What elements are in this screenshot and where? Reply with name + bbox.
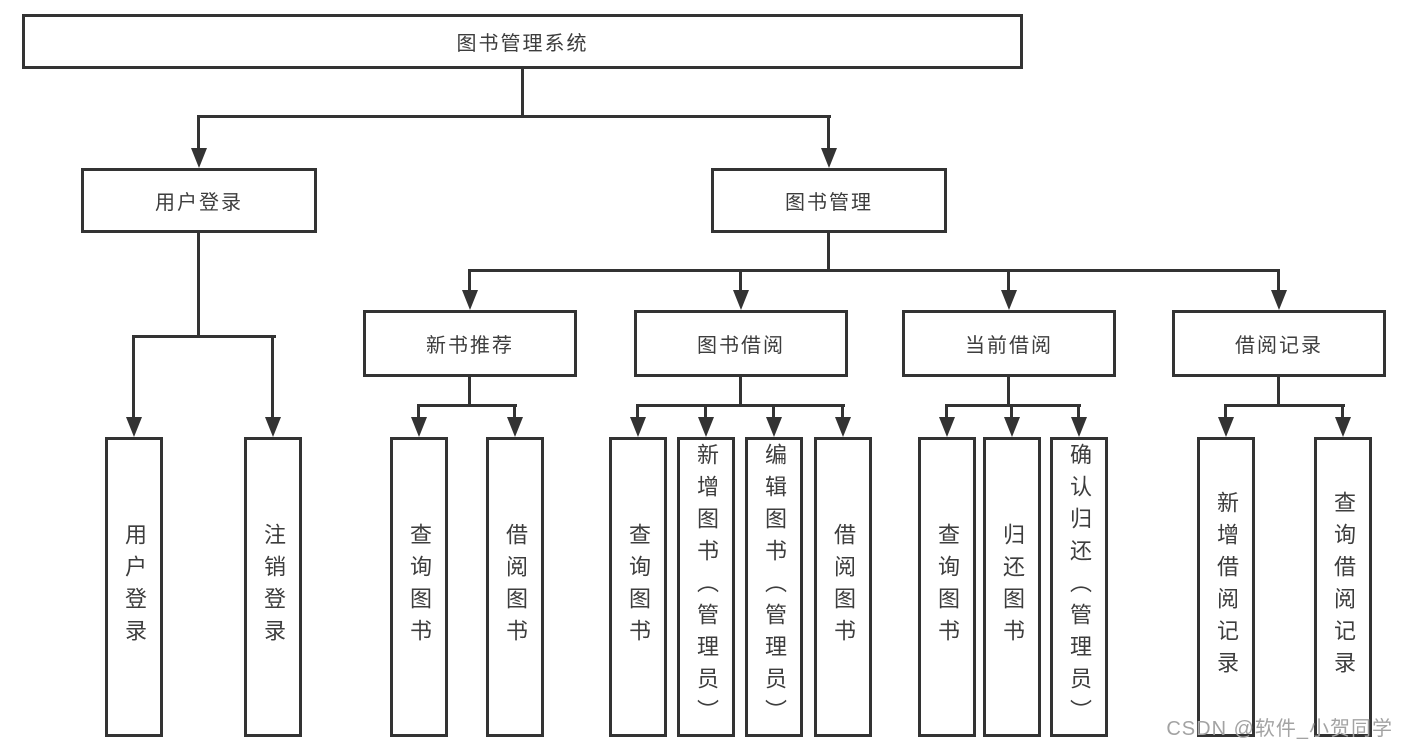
node-user-login-action: 用户登录 xyxy=(105,437,163,737)
node-borrow-books: 借阅图书 xyxy=(814,437,872,737)
node-label: 借阅图书 xyxy=(503,523,528,651)
connector-line xyxy=(1010,404,1013,419)
node-label: 查询借阅记录 xyxy=(1331,491,1356,683)
node-label: 归还图书 xyxy=(1000,523,1025,651)
node-borrow-books-recommend: 借阅图书 xyxy=(486,437,544,737)
connector-line xyxy=(1007,377,1010,406)
arrowhead-down xyxy=(1218,417,1234,437)
connector-line xyxy=(772,404,775,419)
connector-line xyxy=(468,269,471,292)
node-label: 借阅记录 xyxy=(1235,335,1323,357)
connector-line xyxy=(636,404,845,407)
node-return-books: 归还图书 xyxy=(983,437,1041,737)
arrowhead-down xyxy=(265,417,281,437)
connector-line xyxy=(197,115,831,118)
arrowhead-down xyxy=(698,417,714,437)
connector-line xyxy=(513,404,516,419)
connector-line xyxy=(945,404,1081,407)
arrowhead-down xyxy=(766,417,782,437)
connector-line xyxy=(1077,404,1080,419)
connector-line xyxy=(827,115,830,150)
node-label: 借阅图书 xyxy=(831,523,856,651)
connector-line xyxy=(197,115,200,150)
connector-line xyxy=(1341,404,1344,419)
node-borrowing-records: 借阅记录 xyxy=(1172,310,1386,377)
arrowhead-down xyxy=(126,417,142,437)
node-label: 图书借阅 xyxy=(697,335,785,357)
arrowhead-down xyxy=(733,290,749,310)
connector-line xyxy=(132,335,276,338)
connector-line xyxy=(468,269,1280,272)
node-label: 用户登录 xyxy=(155,192,243,214)
node-label: 查询图书 xyxy=(407,523,432,651)
node-logout: 注销登录 xyxy=(244,437,302,737)
node-book-management: 图书管理 xyxy=(711,168,947,233)
arrowhead-down xyxy=(835,417,851,437)
connector-line xyxy=(1277,269,1280,292)
arrowhead-down xyxy=(939,417,955,437)
node-add-books-admin: 新增图书（管理员） xyxy=(677,437,735,737)
node-confirm-return-admin: 确认归还（管理员） xyxy=(1050,437,1108,737)
connector-line xyxy=(132,335,135,419)
arrowhead-down xyxy=(630,417,646,437)
connector-line xyxy=(271,335,274,419)
node-current-borrowing: 当前借阅 xyxy=(902,310,1116,377)
connector-line xyxy=(827,233,830,272)
arrowhead-down xyxy=(507,417,523,437)
arrowhead-down xyxy=(821,148,837,168)
node-library-system: 图书管理系统 xyxy=(22,14,1023,69)
node-label: 查询图书 xyxy=(935,523,960,651)
connector-line xyxy=(1224,404,1227,419)
connector-line xyxy=(739,377,742,406)
node-user-login: 用户登录 xyxy=(81,168,317,233)
arrowhead-down xyxy=(191,148,207,168)
connector-line xyxy=(468,377,471,406)
node-label: 新增借阅记录 xyxy=(1214,491,1239,683)
node-label: 查询图书 xyxy=(626,523,651,651)
arrowhead-down xyxy=(1071,417,1087,437)
node-query-books-current: 查询图书 xyxy=(918,437,976,737)
node-label: 当前借阅 xyxy=(965,335,1053,357)
node-label: 图书管理系统 xyxy=(456,33,589,55)
node-label: 编辑图书（管理员） xyxy=(762,443,787,731)
node-label: 图书管理 xyxy=(785,192,873,214)
connector-line xyxy=(841,404,844,419)
connector-line xyxy=(417,404,420,419)
node-edit-books-admin: 编辑图书（管理员） xyxy=(745,437,803,737)
connector-line xyxy=(1007,269,1010,292)
connector-line xyxy=(636,404,639,419)
node-query-books-borrowing: 查询图书 xyxy=(609,437,667,737)
arrowhead-down xyxy=(1335,417,1351,437)
arrowhead-down xyxy=(462,290,478,310)
arrowhead-down xyxy=(1004,417,1020,437)
connector-line xyxy=(1224,404,1345,407)
arrowhead-down xyxy=(1271,290,1287,310)
csdn-watermark: CSDN @软件_小贺同学 xyxy=(1166,718,1393,740)
arrowhead-down xyxy=(1001,290,1017,310)
connector-line xyxy=(521,69,524,117)
node-new-book-recommendation: 新书推荐 xyxy=(363,310,577,377)
node-label: 新书推荐 xyxy=(426,335,514,357)
connector-line xyxy=(739,269,742,292)
node-query-books-recommend: 查询图书 xyxy=(390,437,448,737)
connector-line xyxy=(417,404,517,407)
node-book-borrowing: 图书借阅 xyxy=(634,310,848,377)
node-add-borrow-record: 新增借阅记录 xyxy=(1197,437,1255,737)
connector-line xyxy=(197,233,200,337)
node-label: 新增图书（管理员） xyxy=(694,443,719,731)
connector-line xyxy=(1277,377,1280,406)
connector-line xyxy=(945,404,948,419)
arrowhead-down xyxy=(411,417,427,437)
node-label: 用户登录 xyxy=(122,523,147,651)
node-label: 确认归还（管理员） xyxy=(1067,443,1092,731)
node-query-borrow-record: 查询借阅记录 xyxy=(1314,437,1372,737)
node-label: 注销登录 xyxy=(261,523,286,651)
connector-line xyxy=(704,404,707,419)
